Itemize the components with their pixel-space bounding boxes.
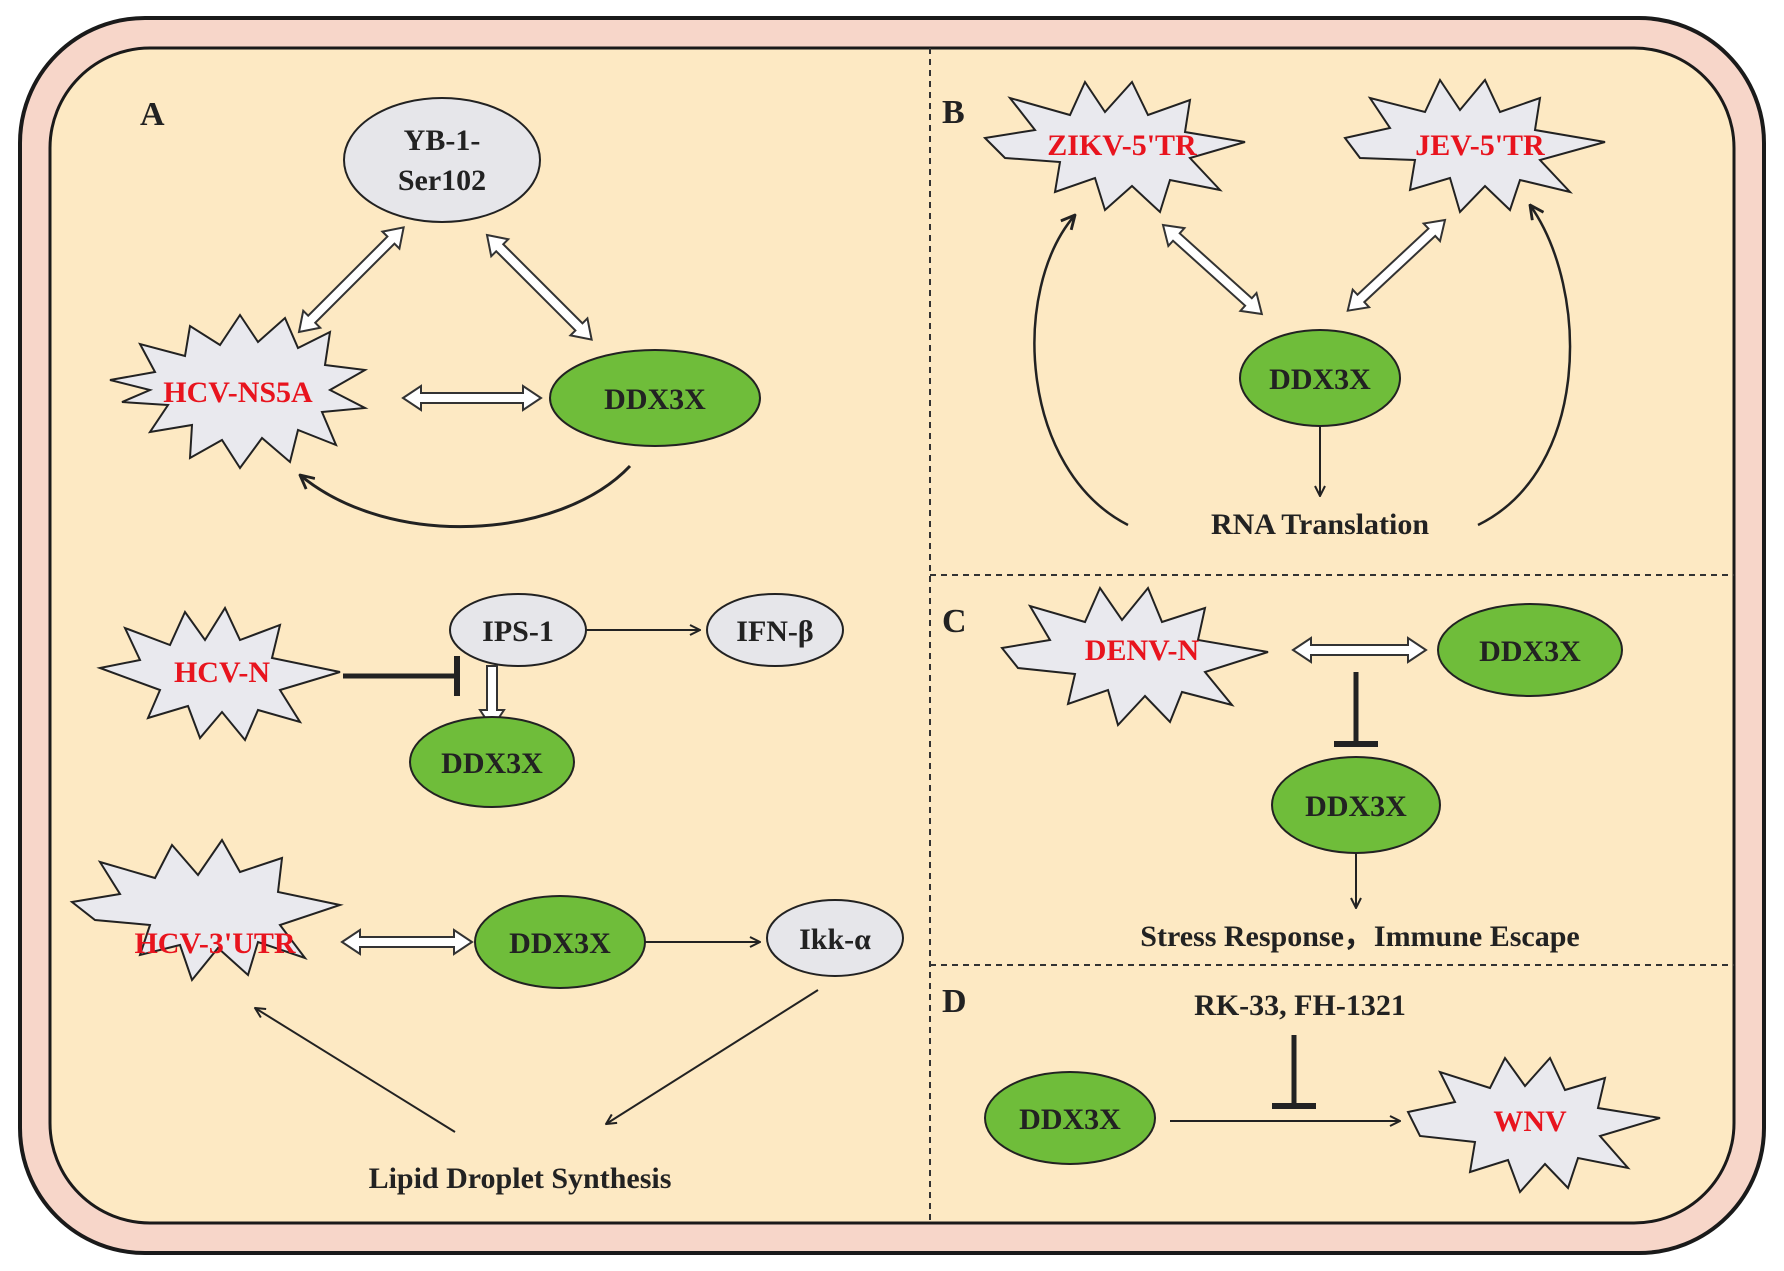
rna-translation-label: RNA Translation <box>1211 508 1429 541</box>
hcv-ns5a-starburst <box>109 313 369 470</box>
ifnb-label: IFN-β <box>736 615 813 648</box>
zikv-starburst <box>982 79 1246 214</box>
wnv-starburst <box>1406 1056 1661 1194</box>
ifnb-node <box>706 593 844 667</box>
ddx3x-node-c-right <box>1437 603 1623 697</box>
inhibitors-label: RK-33, FH-1321 <box>1194 989 1406 1022</box>
curved-arrow-rna-to-zikv <box>1033 215 1129 527</box>
yb1-label-line2: Ser102 <box>398 164 486 197</box>
ddx3x-label-a-bottom: DDX3X <box>509 927 611 960</box>
stress-immune-label: Stress Response，Immune Escape <box>1140 920 1579 953</box>
hcv-3utr-label: HCV-3'UTR <box>134 927 295 960</box>
double-arrow-zikv-ddx3x <box>1161 223 1264 316</box>
yb1-ser102-node <box>343 97 541 223</box>
ddx3x-label-d: DDX3X <box>1019 1103 1121 1136</box>
panel-letter-b: B <box>942 94 965 131</box>
jev-starburst <box>1343 77 1606 214</box>
hcv-ns5a-label: HCV-NS5A <box>163 376 313 409</box>
double-arrow-ns5a-ddx3x <box>401 384 543 412</box>
ddx3x-label-c-right: DDX3X <box>1479 635 1581 668</box>
ddx3x-label-a-mid: DDX3X <box>441 747 543 780</box>
panel-letter-a: A <box>140 96 165 133</box>
double-arrow-yb1-ddx3x <box>485 233 593 341</box>
zikv-label: ZIKV-5'TR <box>1047 129 1197 162</box>
ddx3x-label-a-top: DDX3X <box>604 383 706 416</box>
yb1-label-line1: YB-1- <box>404 124 481 157</box>
double-arrow-3utr-ddx3x <box>340 928 474 956</box>
double-arrow-jev-ddx3x <box>1346 218 1447 312</box>
curved-arrow-rna-to-jev <box>1477 205 1572 527</box>
panel-letter-d: D <box>942 983 967 1020</box>
hcv-3utr-starburst <box>69 838 344 983</box>
ddx3x-node-a-mid <box>409 716 575 808</box>
jev-label: JEV-5'TR <box>1415 129 1545 162</box>
ddx3x-node-d <box>984 1071 1156 1165</box>
double-arrow-yb1-ns5a <box>297 226 405 334</box>
double-arrow-denv-ddx3x <box>1291 636 1428 664</box>
denv-n-starburst <box>1000 585 1269 727</box>
wnv-label: WNV <box>1493 1105 1567 1138</box>
hcv-n-label: HCV-N <box>174 656 270 689</box>
panel-letter-c: C <box>942 603 967 640</box>
ips1-label: IPS-1 <box>482 615 554 648</box>
ddx3x-label-c-lower: DDX3X <box>1305 790 1407 823</box>
denv-n-label: DENV-N <box>1085 634 1200 667</box>
ddx3x-label-b: DDX3X <box>1269 363 1371 396</box>
hcv-n-starburst <box>96 605 341 742</box>
arrow-ikka-to-lipid <box>606 989 819 1124</box>
ikka-node <box>766 899 904 977</box>
curved-arrow-ddx3x-to-ns5a <box>300 464 632 529</box>
arrow-lipid-to-3utr <box>255 1008 456 1133</box>
ikka-label: Ikk-α <box>799 923 871 956</box>
ddx3x-node-a-top <box>549 349 761 447</box>
lipid-droplet-label: Lipid Droplet Synthesis <box>369 1162 672 1195</box>
